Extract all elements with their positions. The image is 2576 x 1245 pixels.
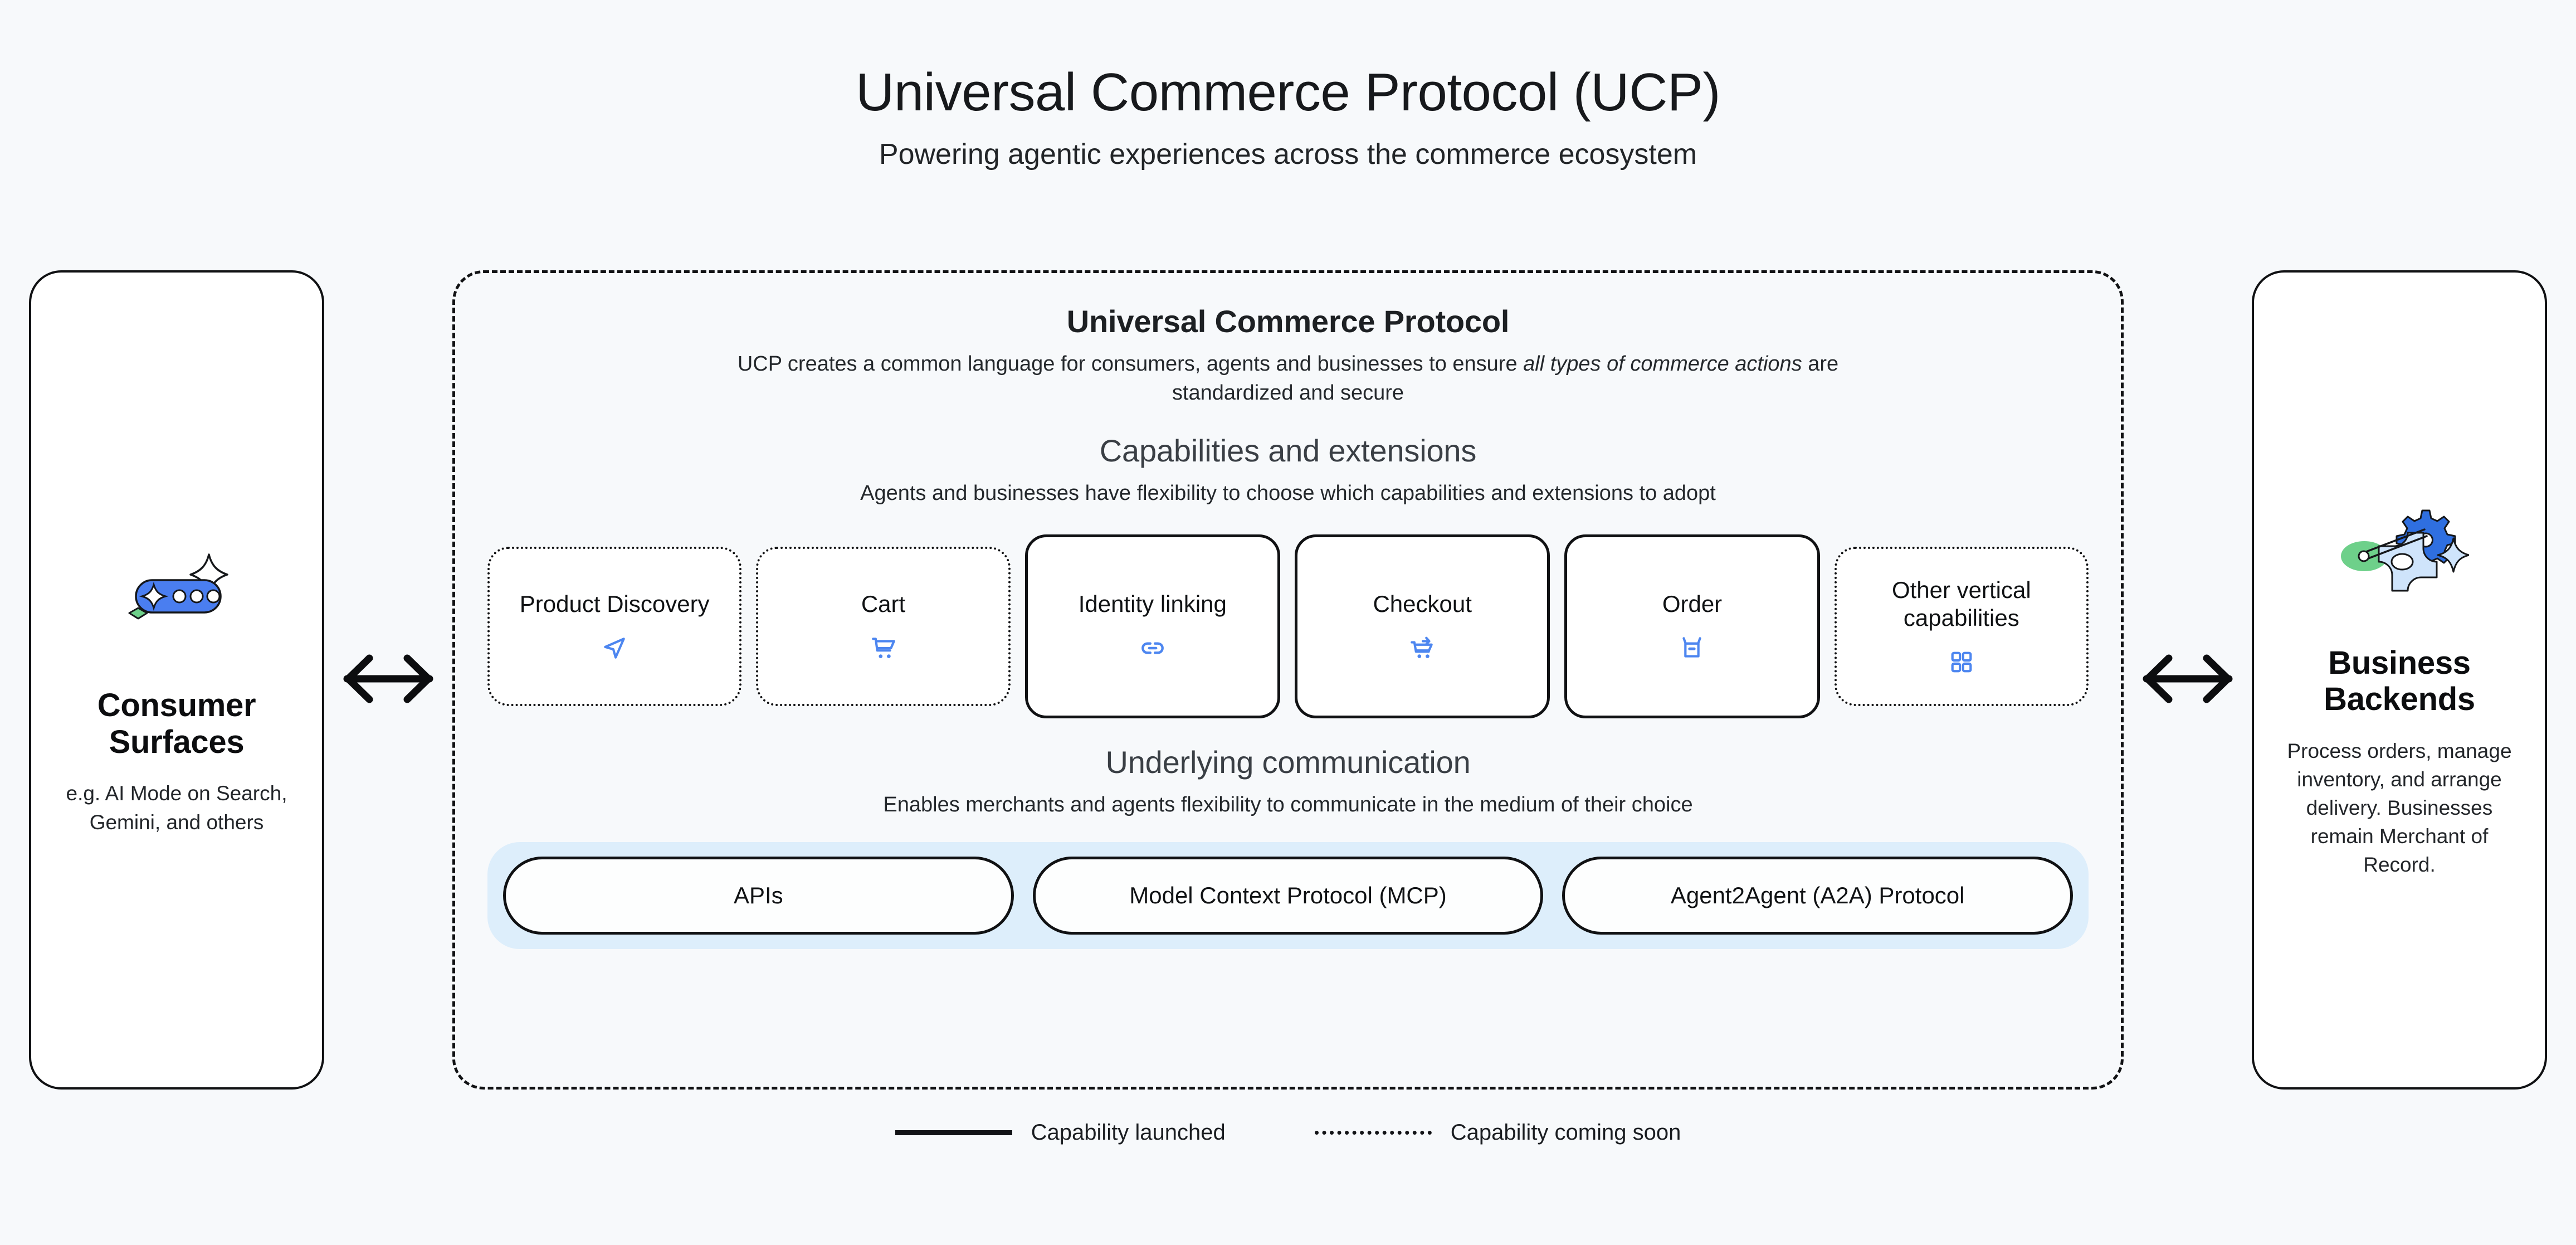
header: Universal Commerce Protocol (UCP) Poweri… [0, 62, 2576, 172]
gears-settings-icon [2330, 481, 2469, 626]
page-title: Universal Commerce Protocol (UCP) [856, 62, 1720, 122]
ucp-title: Universal Commerce Protocol [1066, 304, 1510, 339]
grid-squares-icon [1946, 647, 1977, 677]
legend-item-launched: Capability launched [895, 1120, 1226, 1145]
legend-item-coming-soon: Capability coming soon [1314, 1120, 1681, 1145]
capability-card-cart[interactable]: Cart [756, 547, 1011, 707]
capability-label: Cart [861, 591, 906, 617]
consumer-surfaces-description: e.g. AI Mode on Search, Gemini, and othe… [66, 782, 287, 834]
bidirectional-arrow-icon [2138, 648, 2238, 712]
cart-checkout-icon [1407, 633, 1437, 663]
capabilities-title: Capabilities and extensions [1099, 432, 1477, 468]
right-arrow-cell [2124, 270, 2252, 1090]
communication-section: Underlying communication Enables merchan… [487, 744, 2089, 949]
solid-line-swatch [895, 1130, 1012, 1135]
navigation-arrow-icon [599, 633, 630, 663]
capability-label: Checkout [1373, 591, 1472, 617]
capability-card-other-vertical[interactable]: Other vertical capabilities [1834, 547, 2089, 707]
communication-pill-a2a[interactable]: Agent2Agent (A2A) Protocol [1562, 856, 2074, 935]
capability-card-order[interactable]: Order [1564, 534, 1820, 719]
bidirectional-arrow-icon [338, 648, 438, 712]
communication-pill-label: APIs [733, 882, 783, 908]
business-backends-description: Process orders, manage inventory, and ar… [2287, 739, 2512, 877]
consumer-surfaces-title: Consumer Surfaces [97, 687, 256, 760]
business-backends-title: Business Backends [2324, 644, 2475, 718]
ucp-description: UCP creates a common language for consum… [731, 349, 1845, 408]
communication-pill-apis[interactable]: APIs [503, 856, 1014, 935]
ucp-description-pre: UCP creates a common language for consum… [737, 352, 1524, 376]
communication-pill-label: Model Context Protocol (MCP) [1129, 882, 1447, 908]
legend: Capability launched Capability coming so… [0, 1120, 2576, 1145]
communication-title: Underlying communication [1105, 745, 1471, 780]
consumer-surfaces-panel: Consumer Surfaces e.g. AI Mode on Search… [29, 270, 324, 1090]
shopping-cart-icon [869, 633, 899, 663]
capabilities-subtitle: Agents and businesses have flexibility t… [860, 481, 1716, 505]
capability-label: Order [1662, 591, 1723, 617]
communication-pill-label: Agent2Agent (A2A) Protocol [1670, 882, 1965, 908]
capability-card-checkout[interactable]: Checkout [1295, 534, 1550, 719]
capability-card-identity-linking[interactable]: Identity linking [1024, 534, 1280, 719]
capability-label: Other vertical capabilities [1891, 576, 2031, 631]
capabilities-section: Capabilities and extensions Agents and b… [860, 432, 1716, 508]
legend-label: Capability coming soon [1450, 1120, 1681, 1145]
ucp-container: Universal Commerce Protocol UCP creates … [452, 270, 2124, 1090]
ucp-description-emphasis: all types of commerce actions [1523, 352, 1802, 376]
dotted-line-swatch [1314, 1131, 1432, 1135]
legend-label: Capability launched [1031, 1120, 1226, 1145]
diagram-stage: Consumer Surfaces e.g. AI Mode on Search… [0, 270, 2576, 1090]
capability-label: Product Discovery [519, 591, 710, 617]
business-backends-panel: Business Backends Process orders, manage… [2252, 270, 2547, 1090]
communication-pill-mcp[interactable]: Model Context Protocol (MCP) [1032, 856, 1544, 935]
left-arrow-cell [324, 270, 452, 1090]
capability-cards-row: Product Discovery Cart [487, 534, 2089, 719]
ai-chat-sparkle-icon [113, 523, 241, 668]
inventory-box-icon [1677, 633, 1707, 663]
communication-pill-bar: APIs Model Context Protocol (MCP) Agent2… [487, 842, 2089, 949]
capability-label: Identity linking [1078, 591, 1227, 617]
ucp-description-post: are standardized and secure [1172, 352, 1839, 405]
page-subtitle: Powering agentic experiences across the … [879, 138, 1697, 171]
link-chain-icon [1138, 633, 1168, 663]
communication-subtitle: Enables merchants and agents flexibility… [883, 793, 1693, 817]
capability-card-product-discovery[interactable]: Product Discovery [487, 547, 742, 707]
